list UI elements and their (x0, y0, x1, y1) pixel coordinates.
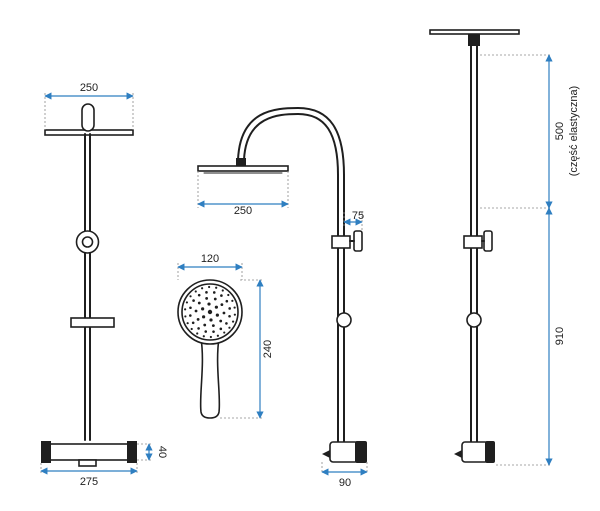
nozzle-dot (194, 290, 197, 293)
nozzle-dot (203, 323, 207, 327)
nozzle-dot (201, 287, 204, 290)
nozzle-dot (233, 313, 236, 316)
nozzle-dot (207, 302, 211, 306)
nozzle-dot (220, 294, 223, 297)
side-dim-75-label: 75 (352, 210, 364, 222)
nozzle-dot (202, 335, 205, 338)
nozzle-dot (208, 285, 211, 289)
ext-dim-500-label: 500 (554, 122, 566, 140)
nozzle-dot (189, 295, 192, 298)
nozzle-dot (185, 301, 189, 304)
nozzle-dot (194, 309, 198, 313)
side-view: 250 75 90 (197, 107, 368, 489)
nozzle-dot (212, 330, 215, 333)
side-knob (336, 312, 352, 328)
side-dim-90-label: 90 (339, 477, 351, 489)
side-valve-knob (355, 441, 367, 463)
extended-view: 500 (część elastyczna) 910 (429, 29, 580, 466)
nozzle-dot (231, 320, 235, 323)
ext-valve-wall-nut (454, 450, 462, 458)
front-dim-250-label: 250 (80, 82, 98, 94)
ext-valve-body (461, 441, 489, 463)
nozzle-dot (228, 326, 231, 329)
nozzle-dot (207, 309, 213, 315)
ext-valve-knob (485, 441, 495, 463)
nozzle-dot (197, 301, 201, 305)
side-valve-body (329, 441, 359, 463)
front-dim-275-label: 275 (80, 476, 98, 488)
nozzle-dot (215, 313, 219, 317)
nozzle-dot (202, 315, 206, 319)
nozzle-dot (190, 327, 193, 331)
nozzle-dot (184, 308, 187, 311)
nozzle-dot (227, 293, 230, 297)
side-head-connector (236, 158, 246, 166)
front-soap-dish (70, 317, 115, 328)
nozzle-dot (186, 322, 189, 325)
side-valve-wall-nut (322, 450, 330, 458)
hand-shower-handle (199, 337, 221, 419)
ext-slider-bracket (463, 235, 483, 249)
nozzle-dot (189, 314, 192, 317)
nozzle-dot (223, 331, 226, 334)
front-head-arm (81, 103, 95, 132)
nozzle-dot (228, 307, 231, 310)
nozzle-dot (219, 327, 223, 331)
nozzle-dot (225, 322, 228, 325)
front-valve-outlet (78, 459, 97, 467)
nozzle-dot (214, 305, 218, 309)
nozzle-dot (222, 311, 226, 315)
ext-dim-500-note: (część elastyczna) (568, 86, 580, 176)
ext-head-connector (468, 34, 480, 46)
nozzle-dot (220, 303, 224, 306)
nozzle-dot (233, 306, 236, 309)
side-slider-bracket (331, 235, 351, 249)
hand-shower-nozzles (184, 285, 236, 339)
front-valve-knob-right (127, 441, 137, 463)
side-dim-250-label: 250 (234, 205, 252, 217)
nozzle-dot (225, 299, 229, 303)
nozzle-dot (228, 314, 231, 318)
side-slider-holder (353, 230, 363, 252)
front-valve-body (43, 443, 135, 461)
nozzle-dot (205, 297, 209, 300)
nozzle-dot (213, 297, 217, 301)
nozzle-dot (219, 319, 223, 323)
nozzle-dot (209, 318, 213, 322)
nozzle-dot (197, 293, 201, 297)
side-arm-outer (237, 107, 345, 176)
ext-knob (466, 312, 482, 328)
nozzle-dot (205, 291, 208, 294)
nozzle-dot (209, 335, 212, 339)
nozzle-dot (211, 324, 215, 327)
front-dim-40-label: 40 (156, 446, 168, 458)
nozzle-dot (196, 318, 200, 321)
ext-dim-910-label: 910 (554, 327, 566, 345)
hand-dim-240-label: 240 (262, 340, 274, 358)
nozzle-dot (204, 330, 208, 333)
ext-head-plate (429, 29, 520, 35)
nozzle-dot (231, 299, 234, 302)
nozzle-dot (201, 307, 205, 311)
ext-slider-holder (483, 230, 493, 252)
nozzle-dot (216, 334, 219, 337)
nozzle-dot (189, 306, 192, 310)
front-slider-center (81, 236, 94, 248)
nozzle-dot (192, 299, 195, 302)
nozzle-dot (184, 315, 187, 318)
hand-dim-120-label: 120 (201, 253, 219, 265)
side-head-plate (197, 165, 289, 172)
nozzle-dot (191, 321, 195, 325)
front-view: 250 275 40 (40, 82, 168, 488)
side-arm-inner (243, 113, 339, 176)
hand-shower-view: 120 240 (177, 253, 274, 419)
nozzle-dot (197, 327, 200, 330)
front-valve-knob-left (41, 441, 51, 463)
nozzle-dot (196, 332, 199, 335)
nozzle-dot (215, 286, 218, 289)
nozzle-dot (221, 289, 224, 292)
nozzle-dot (212, 291, 216, 294)
